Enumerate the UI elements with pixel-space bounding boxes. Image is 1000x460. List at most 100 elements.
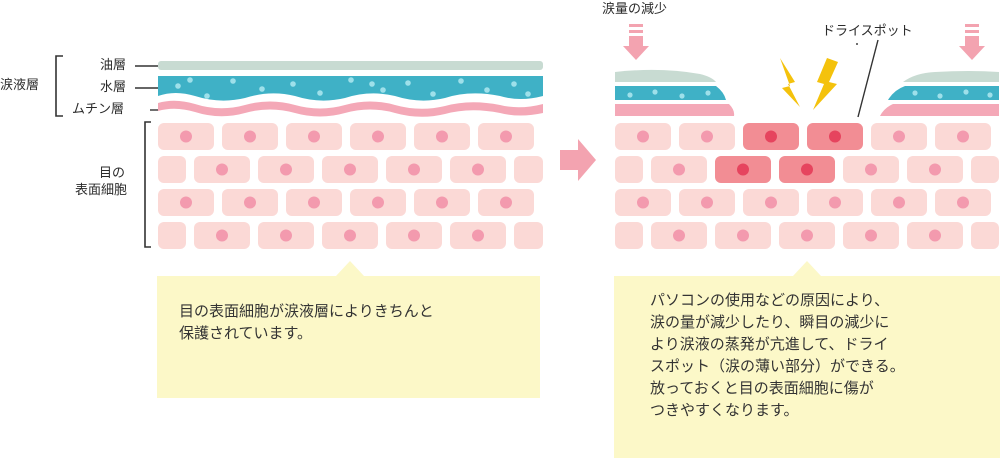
cell-nucleus [957, 196, 969, 209]
tear-film-label: 涙液層 [0, 78, 40, 93]
surface-cells-label-2: 表面細胞 [75, 183, 128, 198]
oil-layer [158, 61, 543, 70]
bracket-icon [55, 55, 63, 117]
arrow-dash [965, 30, 979, 33]
cell-nucleus [929, 163, 941, 176]
oil-layer [615, 69, 716, 82]
water-bubble [963, 89, 969, 95]
lightning-icon [813, 58, 838, 110]
water-bubble [627, 92, 633, 98]
damaged-nucleus [737, 163, 749, 176]
cell-nucleus [865, 229, 877, 242]
mucin-layer-label: ムチン層 [72, 102, 125, 117]
cell-nucleus [701, 196, 713, 209]
cell-nucleus [737, 229, 749, 242]
water-bubble [987, 92, 993, 98]
mucin-layer [158, 100, 543, 117]
cell-nucleus [929, 229, 941, 242]
water-bubble [369, 81, 375, 87]
surface-cell [615, 222, 643, 249]
bracket-icon [144, 121, 151, 248]
damaged-nucleus [801, 163, 813, 176]
surface-cell [615, 156, 643, 183]
right-note-pointer [793, 261, 821, 276]
water-bubble [317, 90, 323, 96]
water-bubble [937, 93, 943, 99]
damaged-nucleus [765, 130, 777, 143]
right-explanation-note: パソコンの使用などの原因により、 涙の量が減少したり、瞬目の減少に より涙液の蒸… [614, 276, 1000, 458]
cell-nucleus [280, 163, 292, 176]
cell-nucleus [829, 196, 841, 209]
damaged-nucleus [829, 130, 841, 143]
water-bubble [705, 90, 711, 96]
water-bubble [652, 89, 658, 95]
arrow-down-icon [959, 24, 985, 60]
cell-nucleus [244, 196, 256, 209]
arrow-head [623, 36, 649, 60]
cell-nucleus [372, 196, 384, 209]
water-bubble [259, 86, 265, 92]
cell-nucleus [216, 229, 228, 242]
right-note-line: 涙の量が減少したり、瞬目の減少に [650, 313, 890, 331]
cell-nucleus [344, 229, 356, 242]
water-bubble [430, 91, 436, 97]
left-tear-film [158, 61, 543, 117]
surface-cells-label-1: 目の [99, 166, 126, 181]
left-note-line: 目の表面細胞が涙液層によりきちんと [179, 302, 434, 320]
left-note-pointer [336, 261, 364, 276]
mucin-layer [880, 104, 999, 116]
water-bubble [187, 77, 193, 83]
cell-nucleus [180, 130, 192, 143]
right-surface-cells [615, 123, 999, 249]
water-layer-label: 水層 [100, 80, 127, 95]
cell-nucleus [244, 130, 256, 143]
cell-nucleus [637, 196, 649, 209]
right-note-line: 放っておくと目の表面細胞に傷が [650, 379, 874, 397]
cell-nucleus [893, 130, 905, 143]
surface-cell [158, 222, 186, 249]
surface-cell [971, 156, 999, 183]
right-note-line: より涙液の蒸発が亢進して、ドライ [650, 335, 889, 353]
arrow-head [959, 36, 985, 60]
oil-layer-label: 油層 [100, 58, 127, 73]
cell-nucleus [765, 196, 777, 209]
cell-nucleus [344, 163, 356, 176]
arrow-dash [965, 24, 979, 27]
water-bubble [511, 81, 517, 87]
water-bubble [290, 81, 296, 87]
cell-nucleus [280, 229, 292, 242]
water-bubble [458, 78, 464, 84]
dry-spot-leader [857, 39, 879, 118]
cell-nucleus [180, 196, 192, 209]
water-bubble [348, 77, 354, 83]
water-bubble [405, 80, 411, 86]
cell-nucleus [865, 163, 877, 176]
cell-nucleus [436, 130, 448, 143]
cell-nucleus [701, 130, 713, 143]
arrow-down-icon [623, 24, 649, 60]
left-surface-cells [158, 123, 543, 249]
cell-nucleus [308, 196, 320, 209]
right-note-line: スポット（涙の薄い部分）ができる。 [650, 357, 905, 375]
cell-nucleus [673, 229, 685, 242]
water-layer [888, 86, 999, 100]
cell-nucleus [673, 163, 685, 176]
cell-nucleus [637, 130, 649, 143]
cell-nucleus [436, 196, 448, 209]
water-bubble [175, 83, 181, 89]
surface-cell [514, 156, 543, 183]
cell-nucleus [308, 130, 320, 143]
right-tear-film [615, 69, 999, 116]
arrow-right-icon [560, 139, 596, 181]
left-note-line: 保護されています。 [179, 324, 313, 342]
water-layer [615, 86, 726, 100]
lightning-icon [780, 58, 800, 107]
water-bubble [912, 90, 918, 96]
cell-nucleus [472, 229, 484, 242]
right-note-line: つきやすくなります。 [650, 401, 799, 419]
arrow-dash [629, 24, 643, 27]
surface-cell [514, 222, 543, 249]
left-explanation-note: 目の表面細胞が涙液層によりきちんと 保護されています。 [157, 276, 540, 398]
